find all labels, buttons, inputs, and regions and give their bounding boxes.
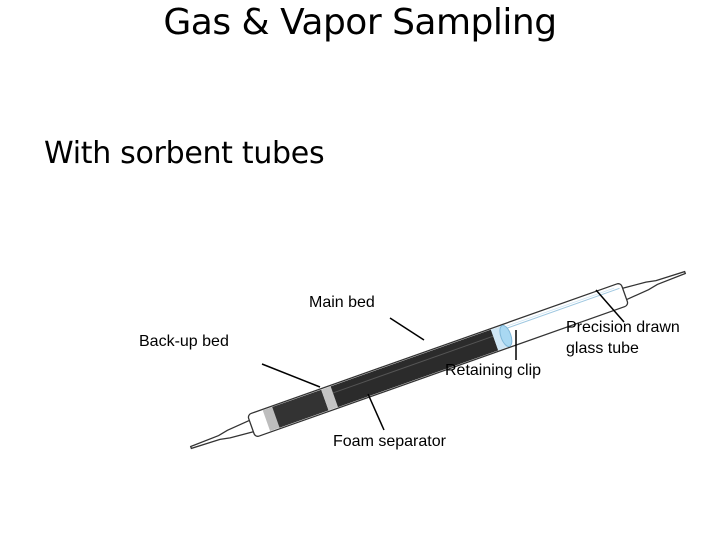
foam-separator-label: Foam separator bbox=[333, 433, 446, 450]
precision-tube-label-line1: Precision drawn bbox=[566, 319, 680, 336]
glass-highlight-2 bbox=[491, 287, 615, 332]
left-tube-tip bbox=[189, 419, 254, 450]
precision-tube-label: Precision drawn glass tube bbox=[566, 317, 680, 359]
main-bed-leader bbox=[389, 317, 425, 341]
foam-separator bbox=[321, 386, 338, 411]
backup-bed-leader bbox=[261, 363, 321, 388]
main-bed-shading bbox=[332, 335, 494, 394]
sorbent-tube bbox=[189, 270, 687, 450]
retaining-clip-label: Retaining clip bbox=[445, 362, 542, 379]
retaining-clip bbox=[499, 324, 513, 347]
backup-bed-label: Back-up bed bbox=[139, 333, 229, 350]
precision-tube-leader bbox=[595, 289, 625, 323]
right-tube-tip bbox=[622, 270, 687, 301]
slide-subtitle: With sorbent tubes bbox=[44, 136, 325, 171]
foam-separator-leader bbox=[367, 393, 385, 431]
precision-tube-label-line2: glass tube bbox=[566, 340, 639, 357]
glass-wool-plug-left bbox=[262, 407, 280, 432]
slide-title: Gas & Vapor Sampling bbox=[163, 2, 557, 43]
main-bed-label: Main bed bbox=[309, 294, 375, 311]
backup-bed bbox=[272, 389, 329, 428]
